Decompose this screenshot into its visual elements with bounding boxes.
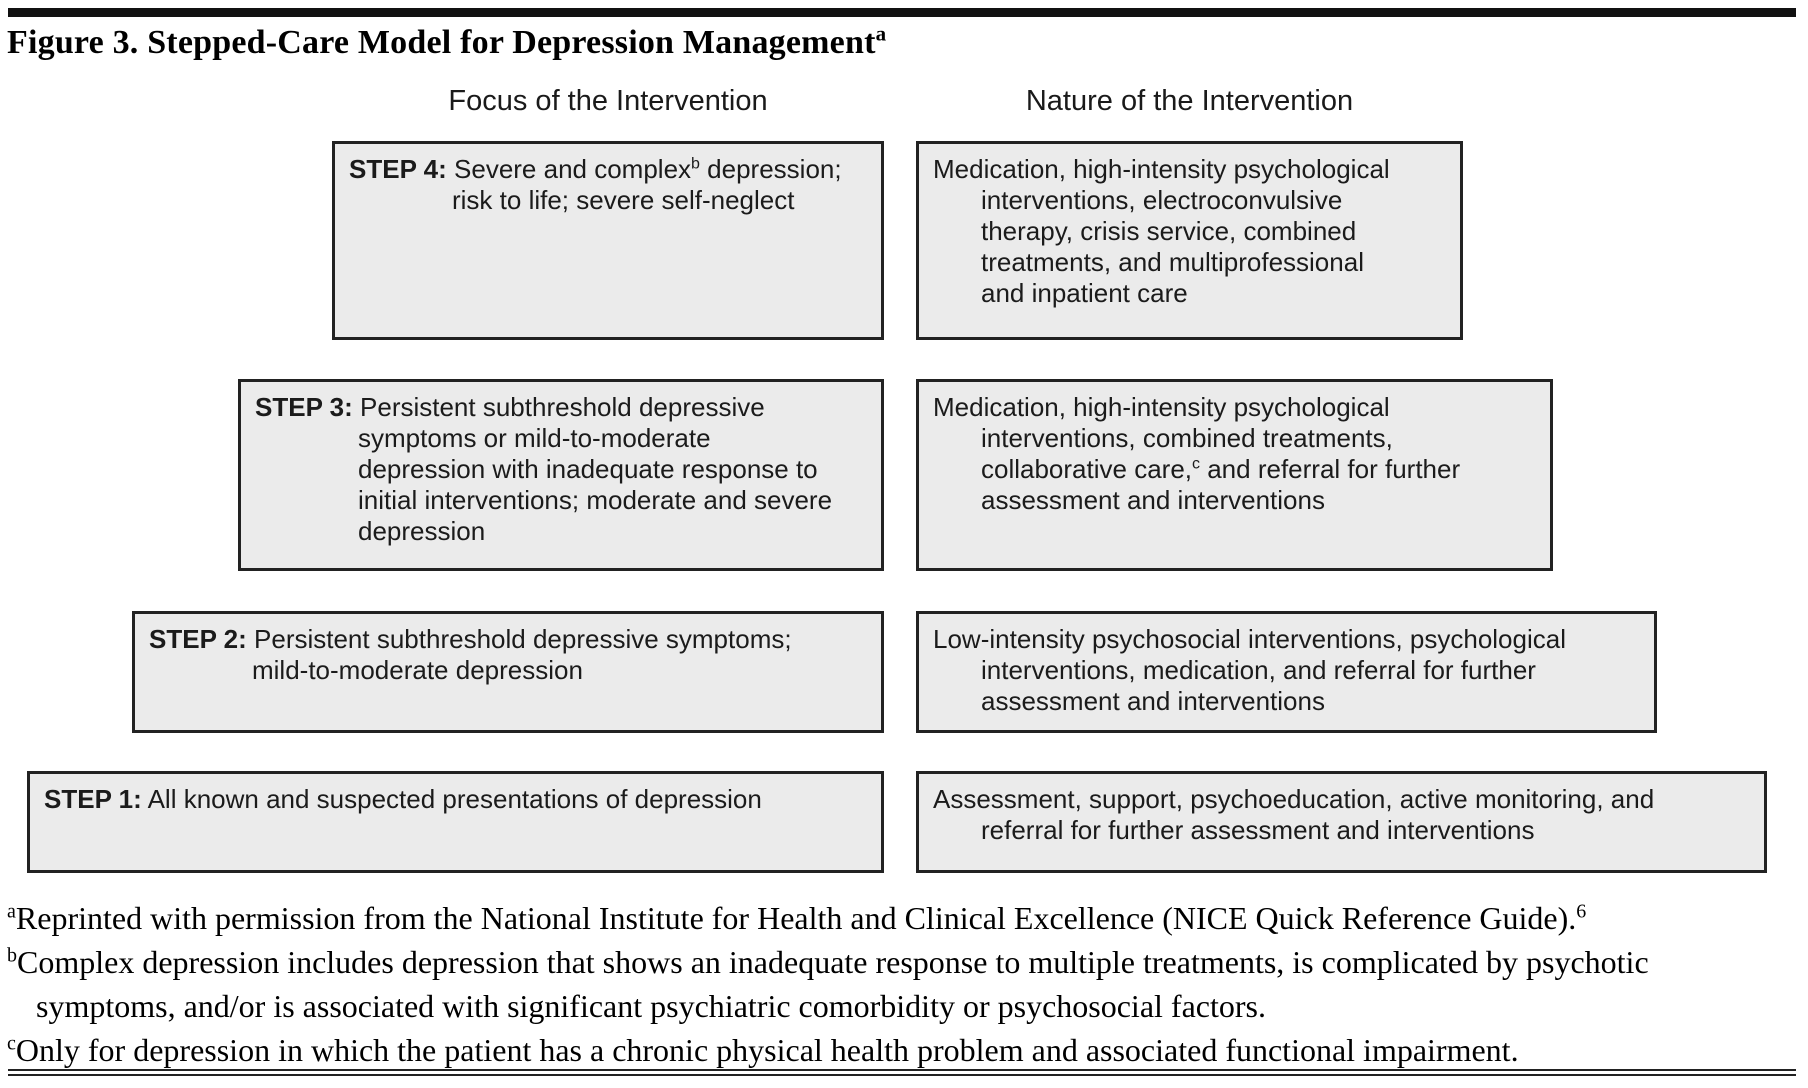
text-part: Assessment, support, psychoeducation, ac…	[933, 784, 1655, 845]
step2-focus-box: STEP 2: Persistent subthreshold depressi…	[132, 611, 884, 733]
step4-label: STEP 4:	[349, 154, 447, 184]
text-part: Medication, high-intensity psychological…	[933, 154, 1390, 308]
text-part: Low-intensity psychosocial interventions…	[933, 624, 1566, 716]
footnote-marker: c	[7, 1032, 16, 1055]
footnote-b: bComplex depression includes depression …	[7, 940, 1801, 1028]
step4-nature-text: Medication, high-intensity psychological…	[933, 154, 1446, 309]
footnote-marker: a	[7, 900, 16, 923]
step3-nature-box: Medication, high-intensity psychological…	[916, 379, 1553, 571]
step1-nature-box: Assessment, support, psychoeducation, ac…	[916, 771, 1767, 873]
step2-nature-box: Low-intensity psychosocial interventions…	[916, 611, 1657, 733]
footnotes: aReprinted with permission from the Nati…	[7, 896, 1801, 1072]
step3-nature-text: Medication, high-intensity psychological…	[933, 392, 1536, 516]
step1-label: STEP 1:	[44, 784, 142, 814]
step3-focus-box: STEP 3: Persistent subthreshold depressi…	[238, 379, 884, 571]
text-part: Persistent subthreshold depressive sympt…	[252, 624, 792, 685]
step1-focus-text: STEP 1: All known and suspected presenta…	[44, 784, 867, 815]
footnote-marker: b	[7, 944, 17, 967]
figure-title-superscript: a	[875, 21, 887, 46]
text-part: All known and suspected presentations of…	[147, 784, 762, 814]
superscript: c	[1192, 455, 1200, 473]
figure-title-text: Figure 3. Stepped-Care Model for Depress…	[7, 24, 876, 61]
top-rule	[8, 8, 1796, 17]
step2-focus-text: STEP 2: Persistent subthreshold depressi…	[149, 624, 867, 686]
superscript: b	[691, 155, 700, 173]
step4-focus-box: STEP 4: Severe and complexb depression; …	[332, 141, 884, 340]
footnote-a: aReprinted with permission from the Nati…	[7, 896, 1801, 940]
step4-nature-box: Medication, high-intensity psychological…	[916, 141, 1463, 340]
column-header-nature: Nature of the Intervention	[1025, 85, 1354, 117]
footnote-c: cOnly for depression in which the patien…	[7, 1028, 1801, 1072]
text-part: Persistent subthreshold depressive sympt…	[358, 392, 833, 546]
step3-label: STEP 3:	[255, 392, 353, 422]
figure-title: Figure 3. Stepped-Care Model for Depress…	[7, 22, 886, 64]
text-part: Medication, high-intensity psychological…	[933, 392, 1393, 484]
step4-focus-text: STEP 4: Severe and complexb depression; …	[349, 154, 867, 216]
step2-nature-text: Low-intensity psychosocial interventions…	[933, 624, 1640, 717]
footnote-text: Reprinted with permission from the Natio…	[15, 900, 1577, 936]
text-part: depression; risk to life; severe self-ne…	[452, 154, 842, 215]
step3-focus-text: STEP 3: Persistent subthreshold depressi…	[255, 392, 867, 547]
footnote-text: Only for depression in which the patient…	[15, 1032, 1519, 1068]
column-header-focus: Focus of the Intervention	[448, 85, 768, 117]
footnote-text: Complex depression includes depression t…	[17, 944, 1649, 1024]
step1-nature-text: Assessment, support, psychoeducation, ac…	[933, 784, 1750, 846]
reference-superscript: 6	[1576, 900, 1587, 923]
text-part: and referral for further assessment and …	[981, 454, 1461, 515]
step2-label: STEP 2:	[149, 624, 247, 654]
text-part: Severe and complex	[454, 154, 692, 184]
bottom-rule-top-line	[8, 1069, 1796, 1071]
bottom-rule-bottom-line	[8, 1074, 1796, 1076]
step1-focus-box: STEP 1: All known and suspected presenta…	[27, 771, 884, 873]
